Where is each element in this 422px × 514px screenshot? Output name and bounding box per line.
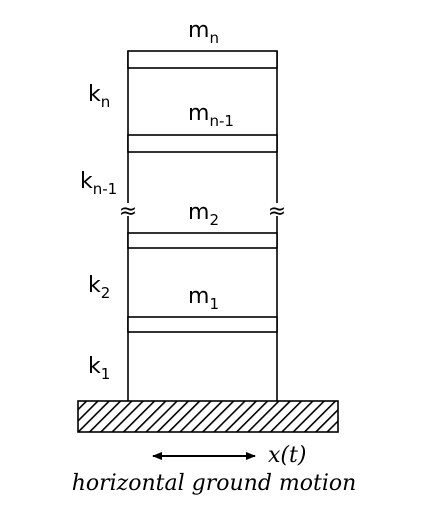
right-break-symbol: ≈ <box>268 199 286 224</box>
mass-label-n-1: mn-1 <box>188 101 234 130</box>
excitation-symbol: x(t) <box>268 443 306 468</box>
stiffness-label-n: kn <box>88 82 110 111</box>
right-break-gap <box>266 203 288 216</box>
ground-motion-caption: horizontal ground motion <box>72 471 357 496</box>
floor-slab-2 <box>127 232 278 249</box>
mass-label-2: m2 <box>188 200 219 229</box>
floor-slab-n-1 <box>127 134 278 153</box>
mass-label-n: mn <box>188 18 219 47</box>
left-break-gap <box>117 203 139 216</box>
stiffness-label-2: k2 <box>88 273 110 302</box>
left-break-symbol: ≈ <box>119 199 137 224</box>
mass-label-1: m1 <box>188 284 219 313</box>
stiffness-label-n-1: kn-1 <box>80 169 117 198</box>
ground-block <box>77 400 339 433</box>
floor-slab-1 <box>127 316 278 333</box>
stiffness-label-1: k1 <box>88 354 110 383</box>
floor-slab-n <box>127 50 278 69</box>
